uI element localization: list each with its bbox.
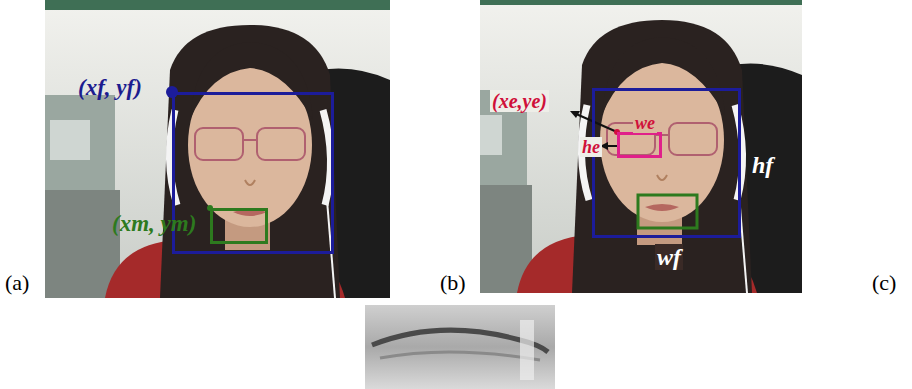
panel-label: (b) — [440, 272, 466, 294]
coordinate-label: hf — [750, 152, 775, 178]
panel-label: (a) — [5, 272, 29, 294]
coordinate-label: (xf, yf) — [78, 76, 142, 99]
coordinate-label: he — [580, 137, 602, 157]
coordinate-label: (xm, ym) — [112, 212, 196, 235]
eye-box: (xe,ye)wehe — [617, 132, 662, 158]
face-box: (xf, yf)(xm, ym) — [172, 92, 334, 254]
panel-label: (c) — [872, 272, 896, 294]
mouth-box: (xm, ym) — [210, 208, 268, 244]
coordinate-label: (xe,ye) — [490, 90, 549, 112]
coordinate-label: we — [633, 113, 657, 133]
face-box: hfwf(xe,ye)wehe — [592, 88, 741, 238]
coordinate-label: wf — [655, 244, 683, 270]
